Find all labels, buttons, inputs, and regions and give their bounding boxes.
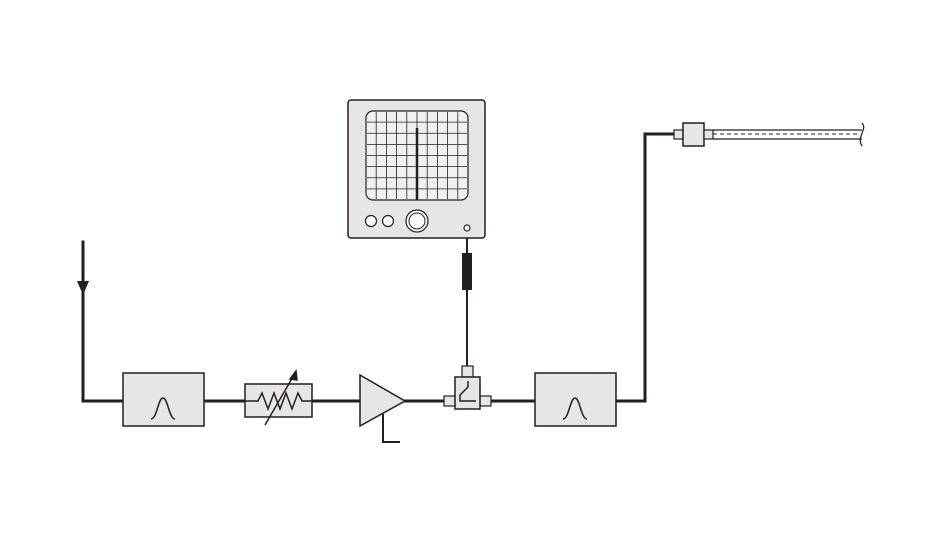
oscilloscope-icon — [348, 100, 485, 238]
analyzer-knob-2 — [383, 216, 394, 227]
pad-icon — [462, 253, 472, 290]
analyzer-knob-1 — [366, 216, 377, 227]
bandpass-filter-2 — [535, 373, 616, 426]
amplifier-ground-lead — [383, 414, 400, 442]
analyzer-input-jack — [464, 225, 470, 231]
amplifier — [360, 375, 405, 442]
spectrum-analyzer — [348, 100, 485, 238]
input-wire — [83, 242, 123, 401]
output-connector — [674, 123, 713, 146]
coax-cable-icon — [713, 123, 864, 146]
arrow-down-icon — [77, 281, 89, 295]
coupler-icon — [444, 366, 491, 409]
output-wire — [616, 134, 675, 401]
variable-attenuator — [245, 371, 312, 425]
connector-icon — [674, 123, 713, 146]
coax-cable — [713, 123, 864, 146]
inline-attenuator — [462, 253, 472, 290]
bandpass-filter-1 — [123, 373, 204, 426]
